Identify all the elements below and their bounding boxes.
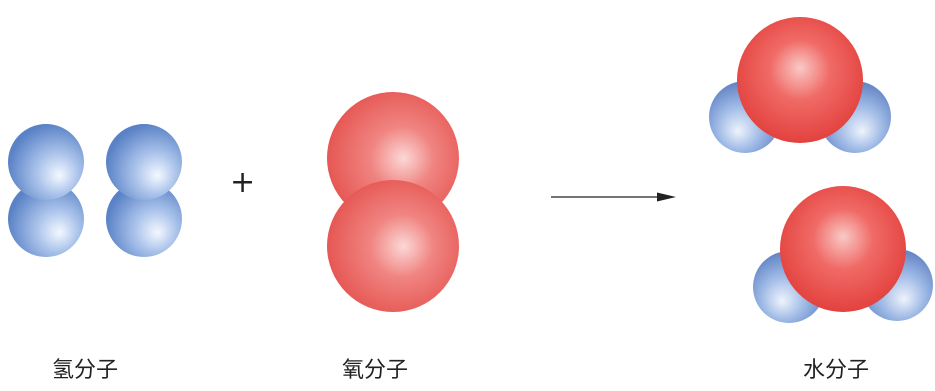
- plus-sign: +: [230, 168, 255, 198]
- hydrogen-molecule-1: [8, 124, 84, 257]
- oxygen-molecule: [327, 92, 459, 312]
- water-molecule-1: [709, 17, 891, 153]
- reaction-arrow: [551, 193, 676, 202]
- hydrogen-atom: [106, 124, 182, 200]
- oxygen-atom: [780, 186, 906, 312]
- hydrogen-molecule-2: [106, 124, 182, 257]
- hydrogen-atom: [8, 124, 84, 200]
- water-label: 水分子: [803, 352, 869, 384]
- hydrogen-label: 氢分子: [52, 352, 118, 384]
- water-molecule-2: [753, 186, 933, 323]
- oxygen-label: 氧分子: [342, 352, 408, 384]
- oxygen-atom: [327, 180, 459, 312]
- oxygen-atom: [737, 17, 863, 143]
